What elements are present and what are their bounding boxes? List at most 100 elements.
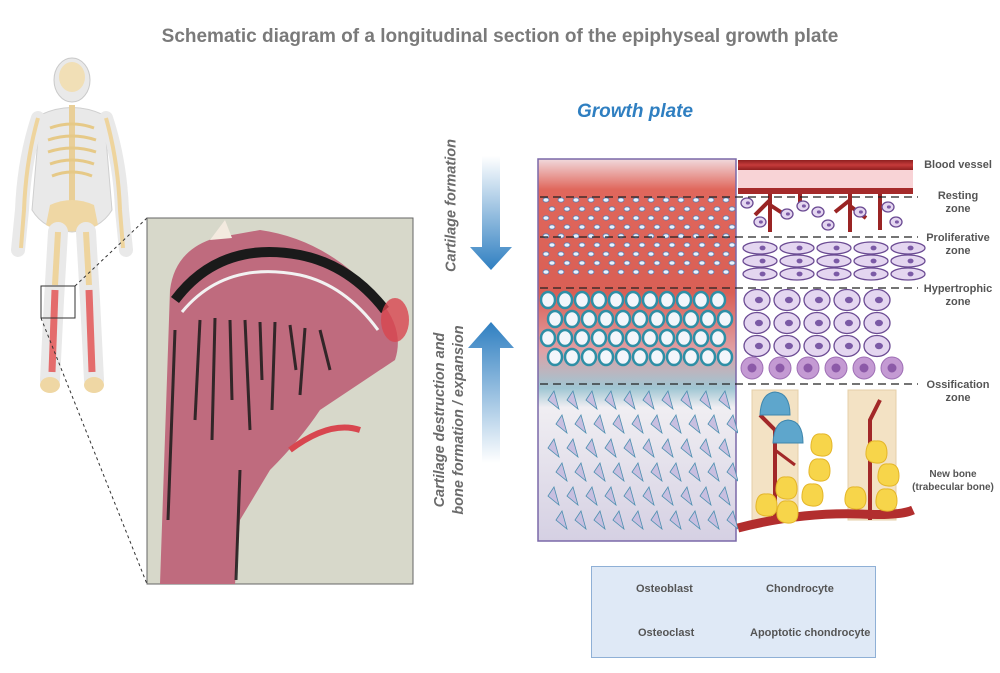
proliferative-chondrocyte-nucleus [907, 271, 914, 277]
histology-hypertrophic-cell [590, 328, 608, 348]
histology-hypertrophic-cell [658, 328, 676, 348]
histology-bone-speckle [631, 462, 644, 483]
apoptotic-chondrocyte-nucleus [775, 363, 785, 373]
hypertrophic-chondrocyte-nucleus [814, 296, 823, 304]
histology-hypertrophic-cell [539, 290, 557, 310]
zone-label-ossification: Ossification zone [912, 379, 1000, 405]
histology-bone-speckle [566, 390, 579, 411]
histology-bone-speckle [585, 390, 598, 411]
histology-cell [662, 251, 670, 257]
resting-chondrocyte-nucleus [801, 204, 806, 208]
histology-cell [587, 251, 595, 257]
histology-cell [698, 206, 706, 212]
histology-bone-speckle [718, 486, 731, 507]
histology-cell [608, 206, 616, 212]
histology-cell [617, 251, 625, 257]
histology-bone-speckle [669, 414, 682, 435]
histology-cell [572, 251, 580, 257]
histology-cell [728, 224, 736, 230]
histology-cell [653, 206, 661, 212]
hypertrophic-chondrocyte-nucleus [844, 342, 853, 350]
osteoblast [775, 476, 798, 500]
histology-bone-speckle [726, 510, 739, 531]
resting-chondrocyte-nucleus [886, 205, 891, 209]
histology-bone-speckle [593, 510, 606, 531]
histology-cell [653, 224, 661, 230]
histology-cell [647, 197, 655, 203]
zone-label-resting: Resting zone [912, 190, 1000, 216]
histology-cell [707, 215, 715, 221]
histology-hypertrophic-cell [624, 290, 642, 310]
histology-cell [578, 224, 586, 230]
histology-cell [578, 206, 586, 212]
histology-bone-speckle [688, 462, 701, 483]
cartilage-destruction-label: Cartilage destruction and bone formation… [431, 310, 471, 530]
zone-label-new-bone-line2: (trabecular bone) [912, 482, 994, 493]
cartilage-destruction-label-line2: bone formation / expansion [451, 325, 467, 515]
histology-hypertrophic-cell [675, 328, 693, 348]
histology-cell [608, 242, 616, 248]
resting-chondrocyte-nucleus [785, 212, 790, 216]
histology-bone-speckle [680, 438, 693, 459]
proliferative-chondrocyte-nucleus [759, 271, 766, 277]
histology-cell [662, 269, 670, 275]
histology-bone-speckle [612, 414, 625, 435]
histology-hypertrophic-cell [692, 290, 710, 310]
apoptotic-chondrocyte-nucleus [859, 363, 869, 373]
osteoblast [808, 458, 831, 482]
arrow-up-icon [468, 322, 514, 463]
histology-cell [593, 206, 601, 212]
proliferative-chondrocyte-nucleus [870, 271, 877, 277]
histology-cell [632, 269, 640, 275]
histology-bone-speckle [650, 414, 663, 435]
legend-osteoblast-label: Osteoblast [636, 583, 693, 595]
osteoblast [875, 488, 898, 512]
histology-bone-speckle [604, 438, 617, 459]
proliferative-chondrocyte-nucleus [907, 245, 914, 251]
histology-cell [668, 242, 676, 248]
histology-cell [563, 206, 571, 212]
histology-cell [557, 269, 565, 275]
histology-cell [602, 197, 610, 203]
histology-hypertrophic-cell [648, 309, 666, 329]
histology-bone-speckle [650, 510, 663, 531]
histology-bone-speckle [612, 510, 625, 531]
cartilage-destruction-label-line1: Cartilage destruction and [432, 332, 448, 508]
histology-hypertrophic-cell [546, 309, 564, 329]
histology-cell [722, 251, 730, 257]
histology-bone-speckle [585, 486, 598, 507]
histology-cell [647, 215, 655, 221]
histology-cell [608, 224, 616, 230]
histology-cell [677, 215, 685, 221]
legend-box [591, 566, 876, 658]
histology-cell [623, 260, 631, 266]
hypertrophic-chondrocyte-nucleus [874, 319, 883, 327]
resting-chondrocyte-nucleus [858, 210, 863, 214]
histology-cell [542, 251, 550, 257]
zone-boundaries [540, 196, 918, 385]
hypertrophic-chondrocyte-nucleus [784, 296, 793, 304]
histology-hypertrophic-cell [716, 347, 734, 367]
histology-hypertrophic-cell [682, 309, 700, 329]
proliferative-chondrocyte-nucleus [759, 258, 766, 264]
histology-cell [692, 215, 700, 221]
hypertrophic-chondrocyte-nucleus [844, 319, 853, 327]
zone-label-proliferative-line1: Proliferative [926, 232, 990, 244]
histology-bone-speckle [555, 414, 568, 435]
histology-hypertrophic-cell [539, 328, 557, 348]
histology-hypertrophic-cell [597, 347, 615, 367]
histology-hypertrophic-cell [665, 347, 683, 367]
proliferative-chondrocyte-nucleus [759, 245, 766, 251]
histology-cell [593, 260, 601, 266]
histology-hypertrophic-cell [580, 347, 598, 367]
histology-hypertrophic-cell [641, 290, 659, 310]
histology-hypertrophic-cell [631, 347, 649, 367]
histology-bone-speckle [699, 486, 712, 507]
histology-hypertrophic-cell [658, 290, 676, 310]
histology-bone-speckle [547, 438, 560, 459]
osteoblast [776, 500, 799, 524]
histology-bone-speckle [642, 438, 655, 459]
zone-label-blood-vessel-text: Blood vessel [924, 159, 992, 171]
histology-cell [668, 224, 676, 230]
growth-plate-histology [537, 158, 739, 542]
